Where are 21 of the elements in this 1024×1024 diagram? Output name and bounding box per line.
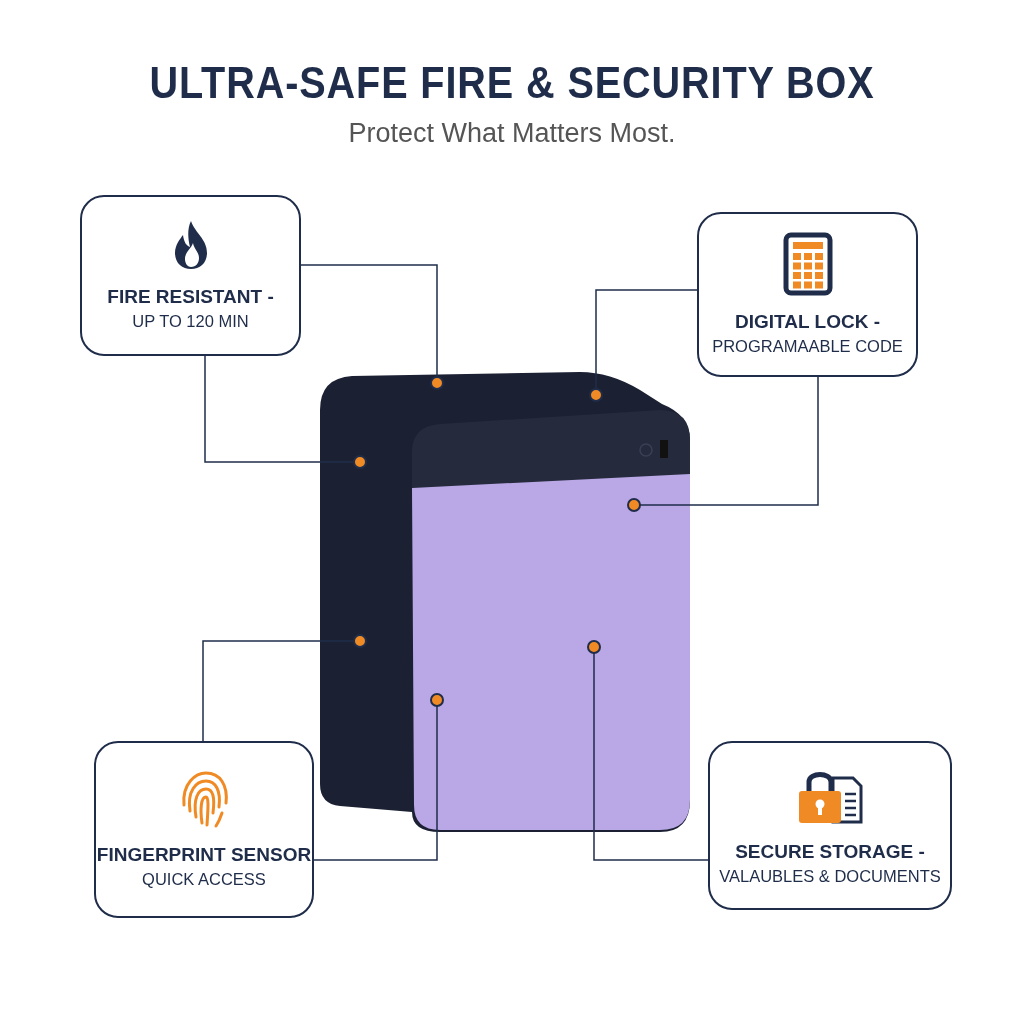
feature-heading: FIRE RESISTANT -	[107, 284, 274, 309]
leader-line	[204, 355, 367, 469]
subtitle: Protect What Matters Most.	[347, 118, 677, 149]
feature-card	[80, 195, 301, 356]
feature-description: VALAUBLES & DOCUMENTS	[719, 865, 941, 887]
feature-description: QUICK ACCESS	[142, 868, 266, 890]
feature-card	[94, 741, 314, 918]
feature-description: PROGRAMAABLE CODE	[712, 335, 903, 357]
leader-line	[313, 693, 444, 861]
leader-line	[587, 640, 709, 861]
feature-heading: SECURE STORAGE -	[735, 839, 925, 864]
feature-card	[697, 212, 918, 377]
leader-line	[202, 634, 367, 742]
leader-line	[300, 264, 444, 390]
leader-line	[627, 376, 819, 512]
feature-description: UP TO 120 MIN	[132, 310, 249, 332]
feature-heading: FINGERPRINT SENSOR	[96, 842, 312, 867]
leader-line	[589, 289, 698, 402]
feature-card	[708, 741, 952, 910]
feature-heading: DIGITAL LOCK -	[735, 309, 880, 334]
title: ULTRA-SAFE FIRE & SECURITY BOX	[148, 58, 876, 108]
